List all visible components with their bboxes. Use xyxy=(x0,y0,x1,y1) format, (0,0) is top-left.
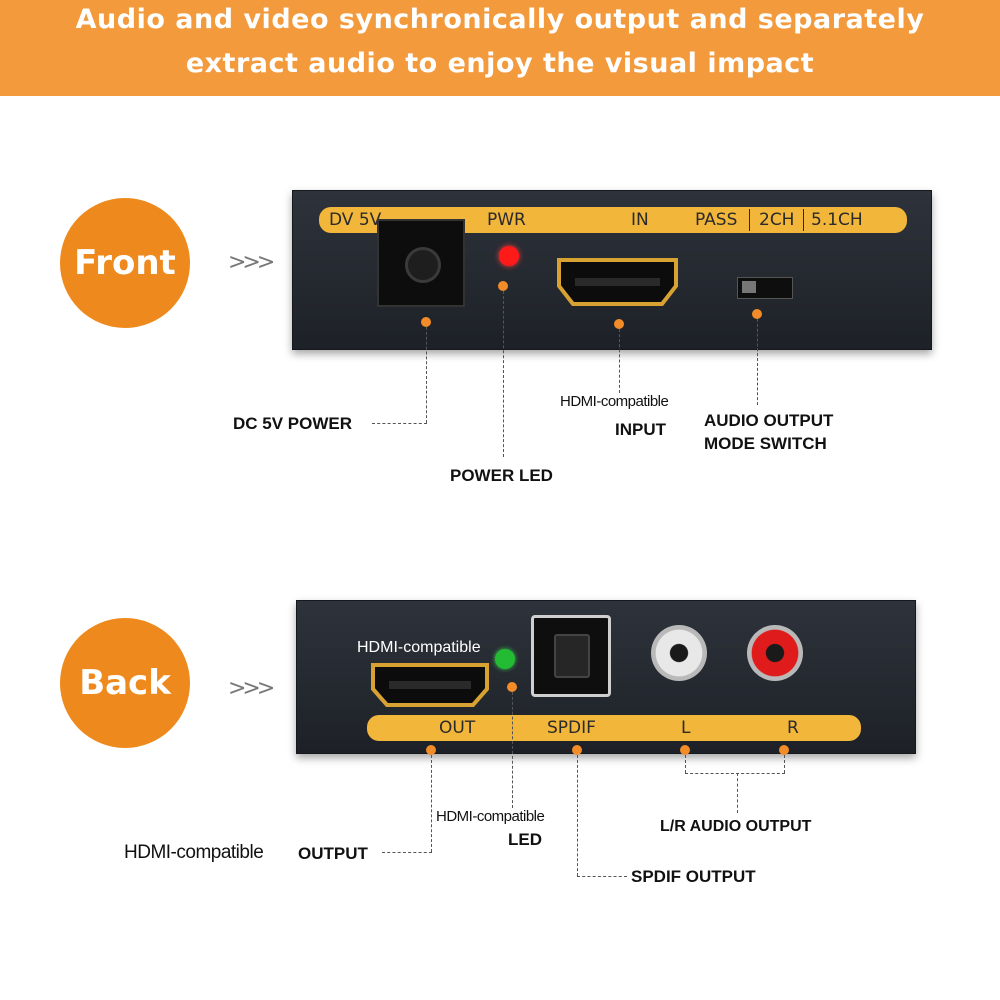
pointer-dot xyxy=(752,309,762,319)
leader-line xyxy=(382,852,432,853)
hdmi-output-label-2: OUTPUT xyxy=(298,844,368,863)
label-pass: PASS xyxy=(695,210,738,230)
back-panel: HDMI-compatible OUT SPDIF L R xyxy=(296,600,916,754)
banner-line-1: Audio and video synchronically output an… xyxy=(75,4,925,35)
leader-line xyxy=(426,327,427,423)
spdif-output-label: SPDIF OUTPUT xyxy=(631,867,756,886)
leader-line xyxy=(372,423,427,424)
strip-divider xyxy=(749,209,750,231)
dc-power-label: DC 5V POWER xyxy=(233,414,353,433)
label-2ch: 2CH xyxy=(759,210,795,230)
chevron-right-icon: >>> xyxy=(228,676,275,701)
leader-line xyxy=(685,755,686,773)
audio-switch-label-1: AUDIO OUTPUT xyxy=(704,411,834,430)
hdmi-input-label-2: INPUT xyxy=(615,420,666,439)
hdmi-input-port-icon[interactable] xyxy=(555,256,680,308)
pointer-dot xyxy=(572,745,582,755)
chevron-right-icon: >>> xyxy=(228,250,275,275)
hdmi-led-label-1: HDMI-compatible xyxy=(436,808,545,825)
label-51ch: 5.1CH xyxy=(811,210,863,230)
leader-line xyxy=(503,291,504,457)
leader-line xyxy=(512,692,513,808)
power-led-icon xyxy=(499,246,519,266)
dc-jack-socket-icon xyxy=(405,247,441,283)
label-l: L xyxy=(681,718,691,738)
hdmi-input-label-1: HDMI-compatible xyxy=(560,393,669,410)
pointer-dot xyxy=(507,682,517,692)
lr-audio-output-label: L/R AUDIO OUTPUT xyxy=(660,818,812,835)
back-label-strip xyxy=(367,715,861,741)
leader-line xyxy=(577,755,578,876)
hdmi-output-port-icon[interactable] xyxy=(369,661,491,709)
hdmi-led-label-2: LED xyxy=(508,830,542,849)
audio-mode-switch[interactable] xyxy=(737,277,793,299)
strip-divider xyxy=(803,209,804,231)
leader-line xyxy=(685,773,785,774)
rca-left-port[interactable] xyxy=(651,625,707,681)
switch-knob xyxy=(742,281,756,293)
spdif-port[interactable] xyxy=(531,615,611,697)
label-dc: DV 5V xyxy=(329,210,382,230)
leader-line xyxy=(737,773,738,813)
leader-line xyxy=(577,876,627,877)
hdmi-output-label-1: HDMI-compatible xyxy=(124,842,264,863)
back-badge: Back xyxy=(60,618,190,748)
banner-line-2: extract audio to enjoy the visual impact xyxy=(185,48,815,79)
hdmi-led-icon xyxy=(495,649,515,669)
pointer-dot xyxy=(426,745,436,755)
optical-socket-icon xyxy=(554,634,590,678)
pointer-dot xyxy=(614,319,624,329)
leader-line xyxy=(619,329,620,393)
label-in: IN xyxy=(631,210,649,230)
label-pwr: PWR xyxy=(487,210,526,230)
label-spdif: SPDIF xyxy=(547,718,596,738)
header-banner: Audio and video synchronically output an… xyxy=(0,0,1000,96)
label-out: OUT xyxy=(439,718,476,738)
audio-switch-label-2: MODE SWITCH xyxy=(704,434,827,453)
leader-line xyxy=(784,755,785,773)
pointer-dot xyxy=(680,745,690,755)
leader-line xyxy=(757,319,758,405)
pointer-dot xyxy=(498,281,508,291)
rca-right-port[interactable] xyxy=(747,625,803,681)
leader-line xyxy=(431,755,432,852)
front-panel: DV 5V PWR IN PASS 2CH 5.1CH xyxy=(292,190,932,350)
hdmi-port-label: HDMI-compatible xyxy=(357,639,481,656)
pointer-dot xyxy=(779,745,789,755)
label-r: R xyxy=(787,718,799,738)
power-led-label: POWER LED xyxy=(450,466,553,485)
dc-jack[interactable] xyxy=(377,219,465,307)
pointer-dot xyxy=(421,317,431,327)
front-badge: Front xyxy=(60,198,190,328)
